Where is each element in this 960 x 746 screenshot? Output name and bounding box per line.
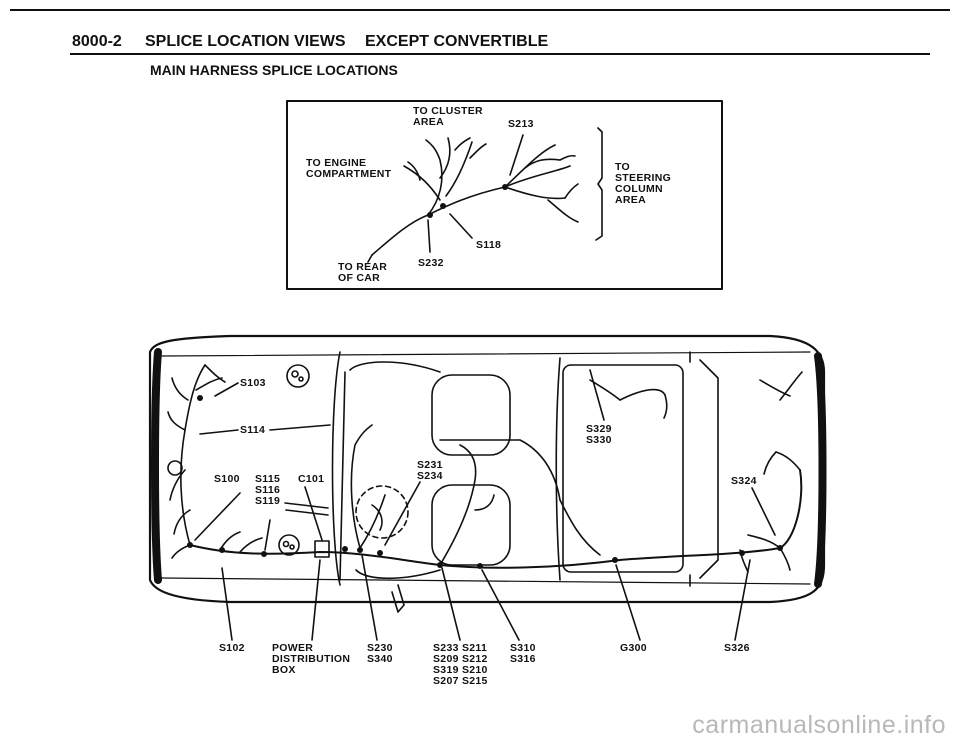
fuel-filler	[286, 364, 310, 388]
section-number: 8000-2	[72, 33, 122, 50]
label-s324: S324	[731, 475, 757, 487]
label-s326: S326	[724, 642, 750, 654]
label-s100: S100	[214, 473, 240, 485]
power-distribution-box	[314, 540, 330, 558]
label-g300: G300	[620, 642, 647, 654]
rear-bumper	[814, 352, 827, 588]
front-seat	[431, 374, 511, 456]
label-s103: S103	[240, 377, 266, 389]
page-title: SPLICE LOCATION VIEWS	[145, 33, 346, 50]
label-s213: S213	[508, 118, 534, 130]
label-s232: S232	[418, 257, 444, 269]
rear-seat-left	[431, 484, 511, 566]
page-qualifier: EXCEPT CONVERTIBLE	[365, 33, 549, 50]
watermark: carmanualsonline.info	[692, 711, 946, 739]
inset-harness-trunk	[371, 165, 571, 256]
front-bumper	[151, 348, 162, 584]
steering-wheel	[355, 485, 409, 539]
header-rule	[70, 53, 930, 55]
page-subtitle: MAIN HARNESS SPLICE LOCATIONS	[150, 62, 398, 78]
label-s114: S114	[240, 424, 266, 436]
label-s118: S118	[476, 239, 502, 251]
label-c101: C101	[298, 473, 325, 485]
label-s102: S102	[219, 642, 245, 654]
inset-frame	[286, 100, 723, 290]
trunk-panel	[562, 364, 684, 573]
top-rule	[10, 9, 950, 11]
windshield-line	[331, 351, 341, 586]
main-harness	[189, 469, 803, 569]
splice-points	[187, 184, 783, 569]
car-outline	[148, 334, 826, 604]
